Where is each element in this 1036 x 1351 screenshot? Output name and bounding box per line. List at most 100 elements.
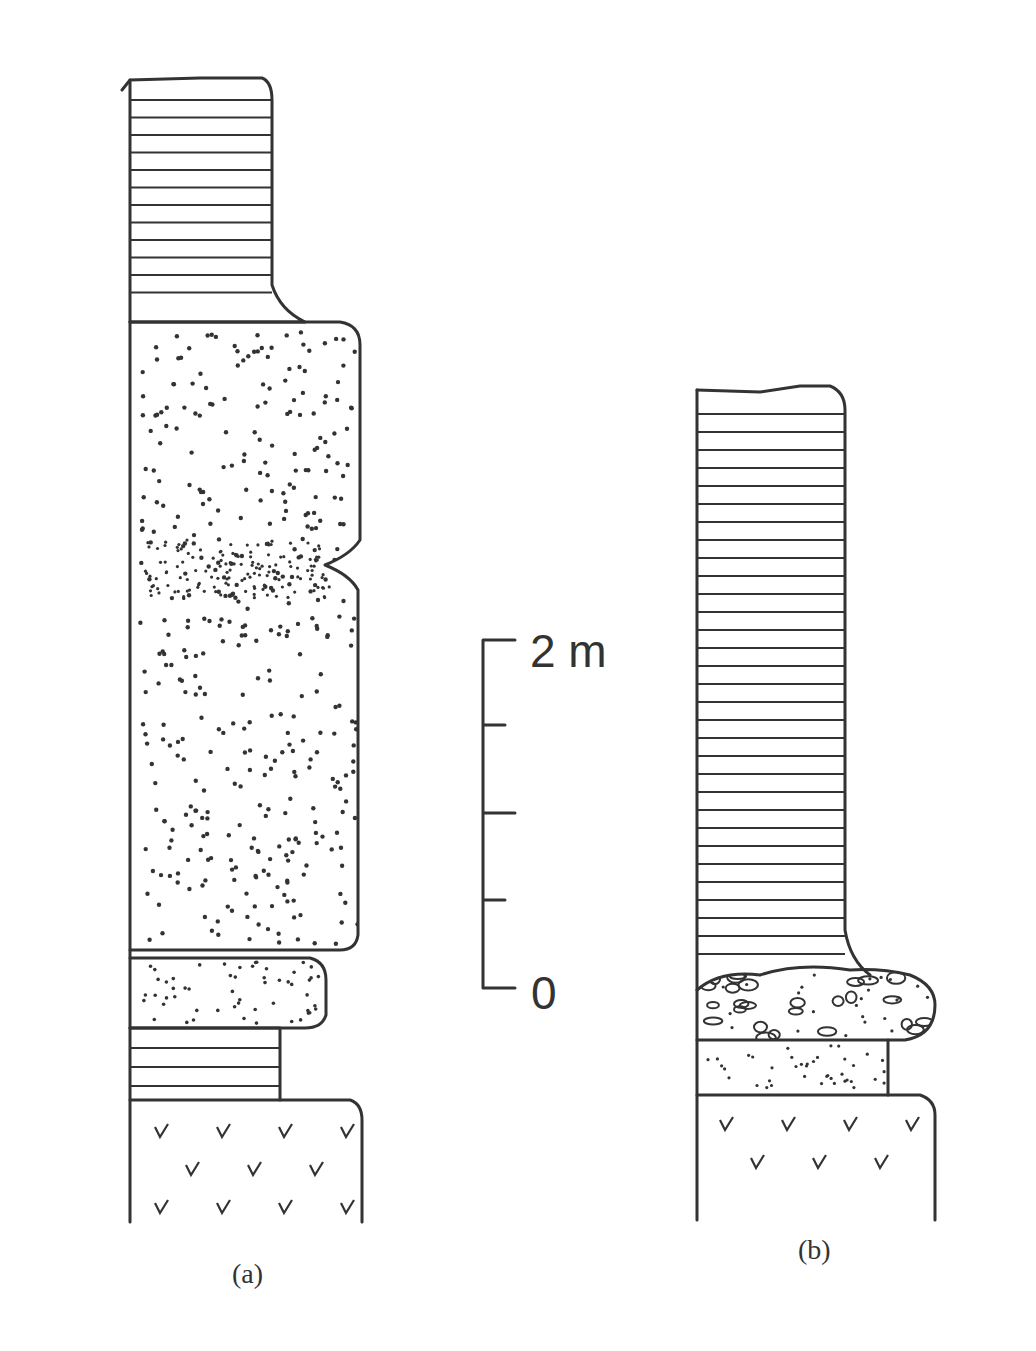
sand-grain [199, 716, 203, 720]
sand-grain [290, 1020, 294, 1024]
sand-grain [250, 846, 254, 850]
sand-grain [176, 546, 179, 549]
sand-grain [310, 564, 313, 567]
sand-grain [293, 591, 296, 594]
sand-grain [881, 1059, 884, 1062]
sand-grain [324, 394, 328, 398]
sand-grain [149, 589, 152, 592]
sand-grain [300, 694, 304, 698]
sand-grain [177, 590, 180, 593]
sand-grain [187, 483, 191, 487]
sand-grain [323, 595, 326, 598]
sand-grain [241, 358, 245, 362]
sand-grain [306, 468, 310, 472]
sand-grain [165, 996, 169, 1000]
sand-grain [193, 411, 197, 415]
sand-grain [320, 834, 324, 838]
sand-grain [723, 1067, 726, 1070]
sand-grain [820, 1082, 823, 1085]
sand-grain [311, 569, 314, 572]
sand-grain [313, 1004, 317, 1008]
sand-grain [185, 1021, 189, 1025]
sand-grain [204, 570, 207, 573]
v-mark [751, 1155, 764, 1168]
sand-grain [282, 517, 286, 521]
sand-grain [706, 1058, 709, 1061]
sand-grain [335, 398, 339, 402]
bedding-line [130, 1085, 280, 1087]
sand-grain [173, 995, 177, 999]
sand-grain [292, 547, 296, 551]
sand-grain [349, 406, 353, 410]
v-mark [186, 1162, 199, 1175]
sand-grain [240, 633, 244, 637]
sand-grain [722, 985, 725, 988]
sand-grain [256, 922, 260, 926]
pebble [707, 1002, 719, 1008]
sand-grain [198, 963, 202, 967]
sand-grain [843, 1058, 846, 1061]
bedding-line [697, 953, 845, 955]
sand-grain [337, 704, 341, 708]
sand-grain [240, 554, 244, 558]
sand-grain [176, 565, 179, 568]
sand-grain [244, 488, 248, 492]
sand-grain [292, 486, 296, 490]
sand-grain [812, 1060, 815, 1063]
sand-grain [167, 846, 171, 850]
sand-grain [806, 1063, 809, 1066]
sand-grain [181, 561, 184, 564]
sand-grain [236, 599, 240, 603]
sand-grain [275, 885, 279, 889]
sand-grain [874, 1078, 877, 1081]
sand-grain [176, 740, 180, 744]
sand-grain [346, 463, 350, 467]
sand-grain [292, 714, 296, 718]
sand-grain [263, 584, 266, 587]
v-mark [217, 1124, 230, 1137]
sand-grain [225, 767, 229, 771]
sand-grain [227, 620, 231, 624]
sand-grain [184, 655, 188, 659]
sand-grain [176, 871, 180, 875]
sand-grain [243, 750, 247, 754]
sand-grain [258, 471, 262, 475]
v-mark [279, 1124, 292, 1137]
sand-grain [141, 722, 145, 726]
sand-grain [287, 601, 291, 605]
sand-grain [325, 635, 329, 639]
sand-grain [796, 1030, 799, 1033]
sand-grain [315, 750, 319, 754]
sand-grain [148, 575, 151, 578]
sand-grain [803, 1075, 806, 1078]
bedding-line [697, 557, 845, 559]
sand-grain [226, 904, 230, 908]
sand-grain [179, 576, 182, 579]
sand-grain [296, 567, 299, 570]
sand-grain [152, 468, 156, 472]
sand-grain [221, 554, 224, 557]
sand-grain [147, 577, 151, 581]
sand-grain [214, 590, 217, 593]
sand-grain [173, 525, 177, 529]
sand-grain [186, 858, 190, 862]
sand-grain [219, 593, 222, 596]
sand-grain [210, 333, 214, 337]
shale-bed [130, 1028, 280, 1100]
sand-grain [182, 648, 186, 652]
sand-grain [258, 498, 262, 502]
bedding-line [697, 647, 845, 649]
sand-grain [165, 406, 169, 410]
sand-grain [242, 452, 246, 456]
sand-grain [338, 787, 342, 791]
volcanic-bed [130, 1100, 362, 1222]
sand-grain [165, 570, 168, 573]
sand-grain [352, 616, 356, 620]
sand-grain [255, 566, 258, 569]
shale-bed [697, 386, 870, 975]
sand-grain [270, 443, 274, 447]
sand-grain [866, 1053, 869, 1056]
pebbles [701, 971, 933, 1043]
sand-grain [266, 574, 269, 577]
bedding-line [697, 863, 845, 865]
